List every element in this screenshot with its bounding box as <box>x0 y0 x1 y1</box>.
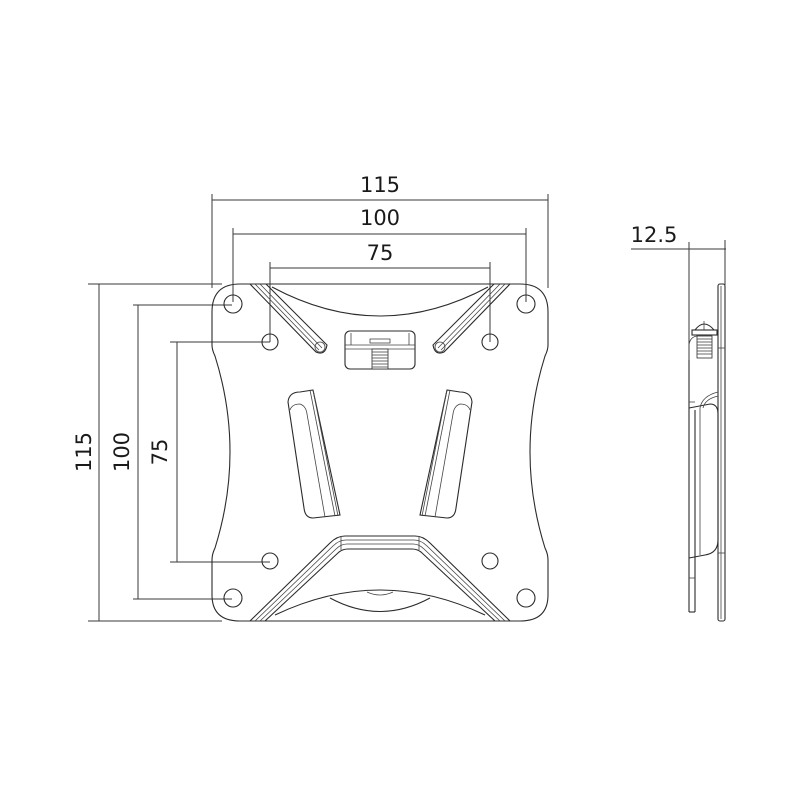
slot-right <box>419 389 473 519</box>
dimension-width-115: 115 <box>211 173 549 288</box>
label-width-115: 115 <box>360 173 400 197</box>
hole-outer-bottom-left <box>223 588 243 608</box>
label-width-75: 75 <box>367 241 394 265</box>
bottom-arc <box>274 589 486 616</box>
screw-head-icon <box>688 321 718 359</box>
label-width-100: 100 <box>360 206 400 230</box>
hole-inner-top-right <box>481 333 499 351</box>
hole-inner-bottom-right <box>481 552 499 570</box>
rib-top-right <box>432 283 511 354</box>
rib-top-left <box>249 283 328 354</box>
hole-inner-bottom-left <box>261 552 279 570</box>
dimension-width-75: 75 <box>269 241 491 342</box>
label-height-75: 75 <box>148 439 172 466</box>
hole-outer-bottom-right <box>516 588 536 608</box>
front-view-plate <box>211 283 549 622</box>
hole-outer-top-right <box>516 294 536 314</box>
rib-bottom <box>249 535 511 622</box>
center-clip <box>344 330 416 370</box>
label-depth-12-5: 12.5 <box>631 223 678 247</box>
dimension-height-115: 115 <box>72 283 222 622</box>
dimension-height-75: 75 <box>148 341 270 563</box>
side-bracket <box>688 403 719 559</box>
dimension-width-100: 100 <box>232 206 527 302</box>
label-height-100: 100 <box>110 432 134 472</box>
label-height-115: 115 <box>72 432 96 472</box>
hole-inner-top-left <box>261 333 279 351</box>
hole-outer-top-left <box>223 294 243 314</box>
side-view <box>688 283 726 622</box>
dimension-height-100: 100 <box>110 304 232 600</box>
bottom-tab <box>329 597 431 612</box>
slot-left <box>287 389 341 519</box>
dimension-depth-12-5: 12.5 <box>631 223 726 360</box>
screw-thread-icon <box>371 348 389 370</box>
side-back-plate <box>717 283 726 622</box>
